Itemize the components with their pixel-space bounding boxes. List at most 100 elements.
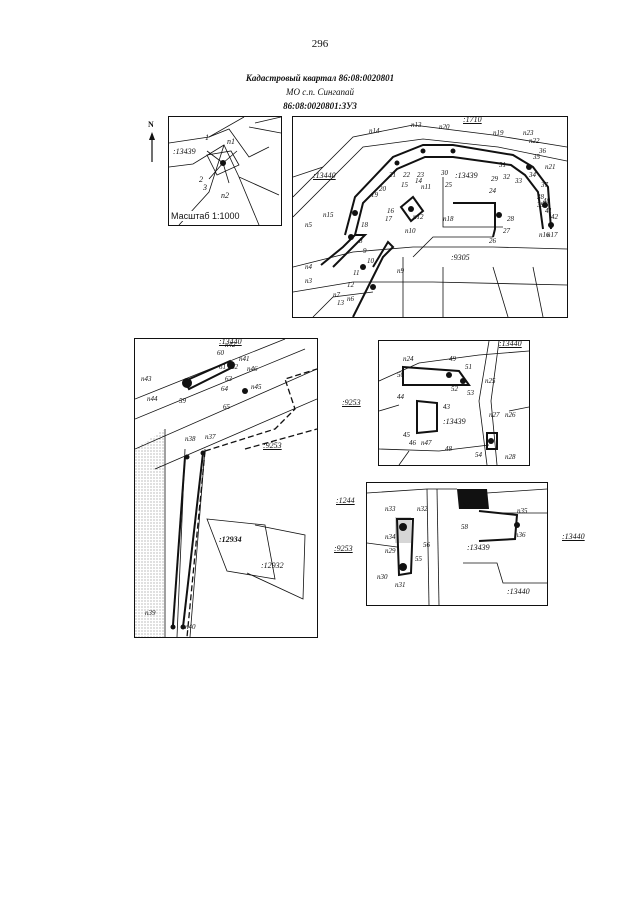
- point-label: n36: [515, 531, 526, 539]
- point-label: 64: [221, 385, 228, 393]
- point-label: n39: [145, 609, 156, 617]
- point-label: 22: [403, 171, 410, 179]
- point-label: 21: [389, 171, 396, 179]
- point-label: 15: [401, 181, 408, 189]
- inset-map: :13439 1 n1 2 3 n2 Масштаб 1:1000: [168, 116, 282, 226]
- point-label: n19: [493, 129, 504, 137]
- point-label: n26: [505, 411, 516, 419]
- point-label: n3: [305, 277, 312, 285]
- point-label: n18: [443, 215, 454, 223]
- point-label: n46: [247, 365, 258, 373]
- point-label: 41: [545, 207, 552, 215]
- ref-13440-rb-1: :13440: [562, 532, 585, 541]
- point-label: 56: [423, 541, 430, 549]
- point-label: n32: [417, 505, 428, 513]
- point-label: 17: [385, 215, 392, 223]
- point-label: n44: [147, 395, 158, 403]
- point-label: 27: [503, 227, 510, 235]
- point-label: n38: [185, 435, 196, 443]
- point-label: 54: [475, 451, 482, 459]
- ref-1710: :1710: [463, 116, 482, 124]
- point-label: 51: [465, 363, 472, 371]
- point-label: n14: [369, 127, 380, 135]
- point-label: 38: [537, 193, 544, 201]
- point-label: 24: [489, 187, 496, 195]
- point-label: 48: [445, 445, 452, 453]
- point-label: n28: [505, 453, 516, 461]
- ref-9253-rb: :9253: [334, 544, 353, 553]
- point-label: 60: [217, 349, 224, 357]
- point-label: 52: [451, 385, 458, 393]
- point-label: 50: [397, 371, 404, 379]
- ref-13439-rb: :13439: [467, 543, 490, 552]
- ref-1244: :1244: [336, 496, 355, 505]
- point-label: 57: [463, 501, 470, 509]
- point-label: 49: [449, 355, 456, 363]
- point-label: n33: [385, 505, 396, 513]
- point-label: n47: [421, 439, 432, 447]
- point-label: n11: [421, 183, 431, 191]
- point-label: 11: [353, 269, 360, 277]
- point-label: n42: [225, 341, 236, 349]
- point-label: 42: [551, 213, 558, 221]
- point-label: 62: [231, 363, 238, 371]
- point-label: n21: [545, 163, 556, 171]
- ref-13440-left: :13440: [219, 338, 242, 346]
- point-label: 45: [403, 431, 410, 439]
- ref-13440-rt: :13440: [499, 340, 522, 348]
- point-label: 28: [507, 215, 514, 223]
- point-label: 63: [225, 375, 232, 383]
- point-label: n27: [489, 411, 500, 419]
- point-label: n15: [323, 211, 334, 219]
- point-label: 19: [371, 191, 378, 199]
- point-label: 34: [529, 171, 536, 179]
- inset-point-n1: n1: [227, 137, 235, 146]
- point-label: n7: [333, 291, 340, 299]
- point-label: 37: [541, 181, 548, 189]
- ref-12934: :12934: [219, 535, 242, 544]
- point-label: 40: [543, 197, 550, 205]
- north-label: N: [148, 120, 154, 129]
- point-label: 32: [503, 173, 510, 181]
- point-label: 30: [441, 169, 448, 177]
- point-label: n16: [539, 231, 550, 239]
- point-label: n34: [385, 533, 396, 541]
- point-label: 23: [417, 171, 424, 179]
- title-line-3: 86:08:0020801:ЗУ3: [283, 101, 357, 111]
- page-number: 296: [311, 38, 329, 50]
- point-label: 58: [461, 523, 468, 531]
- point-label: 16: [387, 207, 394, 215]
- title-line-1: Кадастровый квартал 86:08:0020801: [245, 73, 395, 83]
- point-label: 18: [361, 221, 368, 229]
- point-label: n5: [305, 221, 312, 229]
- ref-13440-rb-2: :13440: [507, 587, 530, 596]
- inset-point-n2: n2: [221, 191, 229, 200]
- inset-point-1: 1: [205, 133, 209, 142]
- point-label: 13: [337, 299, 344, 307]
- ref-13439-rt: :13439: [443, 417, 466, 426]
- scale-label: Масштаб 1:1000: [171, 211, 240, 221]
- point-label: n37: [205, 433, 216, 441]
- point-label: n43: [141, 375, 152, 383]
- inset-point-2: 2: [199, 175, 203, 184]
- point-label: n40: [185, 623, 196, 631]
- point-label: n17: [547, 231, 558, 239]
- point-label: 29: [491, 175, 498, 183]
- point-label: 12: [347, 281, 354, 289]
- ref-9305: :9305: [451, 253, 470, 262]
- point-label: 14: [415, 177, 422, 185]
- ref-9253-rt: :9253: [342, 398, 361, 407]
- point-label: 10: [367, 257, 374, 265]
- point-label: 9: [363, 247, 367, 255]
- ref-13440: :13440: [313, 171, 336, 180]
- point-label: n25: [485, 377, 496, 385]
- point-label: 36: [539, 147, 546, 155]
- point-label: n9: [397, 267, 404, 275]
- ref-9253-left: :9253: [263, 441, 282, 450]
- point-label: n29: [385, 547, 396, 555]
- point-label: 26: [489, 237, 496, 245]
- point-label: 44: [397, 393, 404, 401]
- north-arrow-icon: N: [146, 120, 160, 166]
